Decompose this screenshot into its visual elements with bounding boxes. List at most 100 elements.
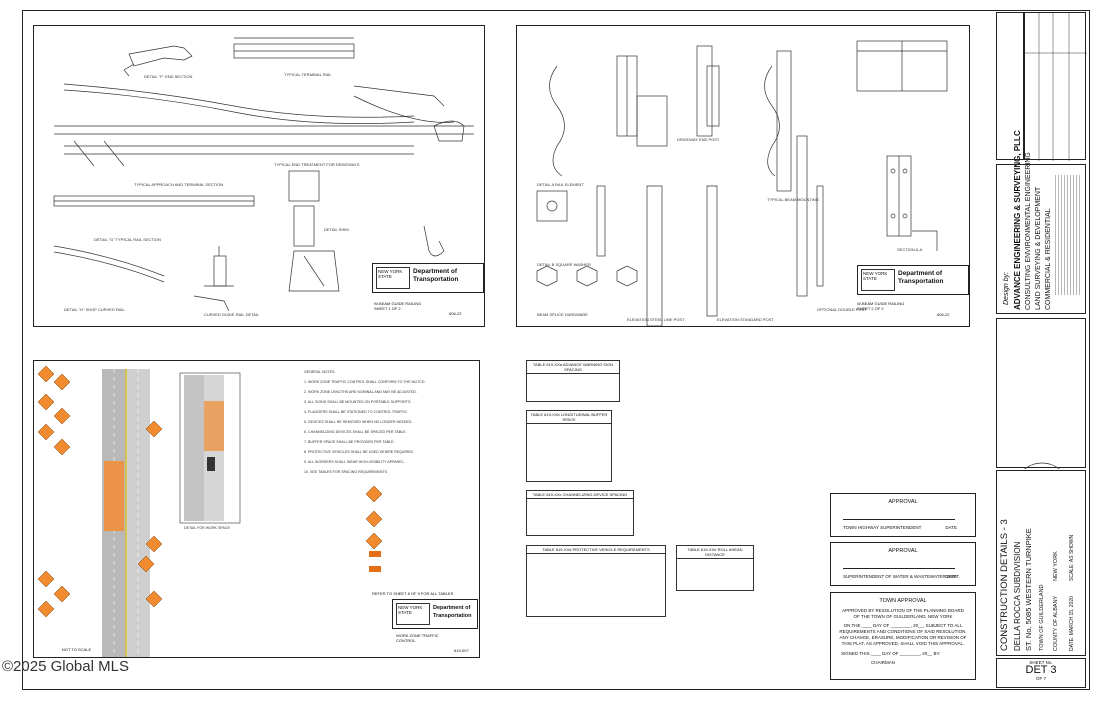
svg-text:10. SEE TABLES FOR SPACING REQ: 10. SEE TABLES FOR SPACING REQUIREMENTS. bbox=[304, 470, 388, 474]
svg-text:SECTION A-A: SECTION A-A bbox=[897, 247, 923, 252]
tables-note: REFER TO SHEET 8 OF 9 FOR ALL TABLES bbox=[372, 591, 454, 596]
project-address: ST. No. 5085 WESTERN TURNPIKE bbox=[1024, 528, 1033, 651]
svg-text:CURVED GUIDE RAIL DETAIL: CURVED GUIDE RAIL DETAIL bbox=[204, 312, 260, 317]
revision-columns bbox=[1024, 12, 1087, 161]
project-town: TOWN OF GUILDERLAND bbox=[1039, 584, 1045, 651]
svg-text:6. CHANNELIZING DEVICES SHALL: 6. CHANNELIZING DEVICES SHALL BE SPACED … bbox=[304, 430, 407, 434]
approval-label: SUPERINTENDENT OF WATER & WASTEWATER DEP… bbox=[843, 574, 960, 579]
svg-text:4. FLAGGERS SHALL BE STATIONED: 4. FLAGGERS SHALL BE STATIONED TO CONTRO… bbox=[304, 410, 408, 414]
town-approval-chairman: CHAIRMAN bbox=[871, 660, 896, 665]
nysdot-block-2: NEW YORK STATE Department of Transportat… bbox=[857, 265, 969, 295]
work-zone-title: WORK ZONE TRAFFIC CONTROL bbox=[396, 633, 439, 643]
post-details-drawing: DETAIL A RAIL ELEMENT DRIVEWAY END POST … bbox=[536, 40, 948, 326]
svg-text:DETAIL "H" SHOP CURVED RAIL: DETAIL "H" SHOP CURVED RAIL bbox=[64, 307, 125, 312]
svg-text:3. ALL SIGNS SHALL BE MOUNTED: 3. ALL SIGNS SHALL BE MOUNTED ON PORTABL… bbox=[304, 400, 411, 404]
svg-text:GENERAL NOTES:: GENERAL NOTES: bbox=[304, 370, 335, 374]
svg-text:DETAIL "F" END SECTION: DETAIL "F" END SECTION bbox=[144, 74, 193, 79]
firm-name: ADVANCE ENGINEERING & SURVEYING, PLLC bbox=[1013, 130, 1022, 310]
town-approval-body: APPROVED BY RESOLUTION OF THE PLANNING B… bbox=[842, 608, 964, 619]
sheet-number: DET 3 bbox=[1025, 664, 1057, 676]
ny-state-seal: NEW YORK STATE bbox=[861, 269, 895, 291]
table-caption: TABLE 619-XXc CHANNELIZING DEVICE SPACIN… bbox=[527, 491, 633, 499]
engineer-seal-icon bbox=[1055, 175, 1081, 295]
svg-text:2. WORK ZONE LENGTHS ARE NOMIN: 2. WORK ZONE LENGTHS ARE NOMINAL AND MAY… bbox=[304, 390, 417, 394]
svg-text:9. ALL WORKERS SHALL WEAR HIGH: 9. ALL WORKERS SHALL WEAR HIGH-VISIBILIT… bbox=[304, 460, 405, 464]
table-caption: TABLE 619-XXb LONGITUDINAL BUFFER SPACE bbox=[527, 411, 611, 424]
svg-text:TYPICAL APPROACH AND TERMINAL: TYPICAL APPROACH AND TERMINAL SECTION bbox=[134, 182, 223, 187]
drawing-scale: SCALE: AS SHOWN bbox=[1069, 534, 1075, 581]
nysdot-block-1: NEW YORK STATE Department of Transportat… bbox=[372, 263, 484, 293]
town-approval-signed: SIGNED THIS ____ DAY OF ________, 20__ B… bbox=[841, 651, 941, 656]
dept-label: Department of Transportation bbox=[413, 268, 459, 283]
approval-label: TOWN HIGHWAY SUPERINTENDENT bbox=[843, 525, 922, 530]
svg-text:8. PROTECTIVE VEHICLES SHALL B: 8. PROTECTIVE VEHICLES SHALL BE USED WHE… bbox=[304, 450, 414, 454]
project-county: COUNTY OF ALBANY bbox=[1053, 595, 1059, 651]
svg-text:DETAIL B SQUARE WASHER: DETAIL B SQUARE WASHER bbox=[537, 262, 591, 267]
std-no-1: 606-22 bbox=[449, 311, 462, 316]
approval-water: APPROVAL SUPERINTENDENT OF WATER & WASTE… bbox=[830, 542, 976, 586]
svg-text:DETAIL A RAIL ELEMENT: DETAIL A RAIL ELEMENT bbox=[537, 182, 584, 187]
sheet-no-label: SHEET No. bbox=[1029, 660, 1053, 665]
firm-line-1: CONSULTING ENVIRONMENTAL ENGINEERING bbox=[1025, 152, 1032, 310]
watermark-text: ©2025 Global MLS bbox=[2, 658, 129, 675]
svg-text:5. DEVICES SHALL BE REMOVED WH: 5. DEVICES SHALL BE REMOVED WHEN NO LONG… bbox=[304, 420, 413, 424]
approval-date-label: DATE bbox=[945, 525, 957, 530]
project-seal-block bbox=[996, 318, 1086, 520]
work-zone-drawing: GENERAL NOTES: 1. WORK ZONE TRAFFIC CONT… bbox=[37, 365, 425, 657]
table-caption: TABLE 619-XXd PROTECTIVE VEHICLE REQUIRE… bbox=[527, 546, 665, 554]
drawing-date: DATE: MARCH 15, 2020 bbox=[1069, 596, 1075, 651]
table-longitudinal-buffer: TABLE 619-XXb LONGITUDINAL BUFFER SPACE bbox=[526, 410, 612, 482]
svg-text:BEAM SPLICE HARDWARE: BEAM SPLICE HARDWARE bbox=[537, 312, 588, 317]
sheet-title-2: W-BEAM GUIDE RAILING SHEET 2 OF 2 bbox=[857, 301, 905, 311]
signature-line bbox=[843, 519, 955, 520]
sheet-border bbox=[22, 10, 1090, 690]
dept-label: Department of Transportation bbox=[433, 605, 472, 619]
panel-guide-rail-posts: DETAIL A RAIL ELEMENT DRIVEWAY END POST … bbox=[516, 25, 970, 327]
panel-work-zone: GENERAL NOTES: 1. WORK ZONE TRAFFIC CONT… bbox=[33, 360, 480, 658]
svg-text:ELEVATION STEEL LINE POST: ELEVATION STEEL LINE POST bbox=[627, 317, 685, 322]
table-protective-vehicle: TABLE 619-XXd PROTECTIVE VEHICLE REQUIRE… bbox=[526, 545, 666, 617]
svg-text:TYPICAL TERMINAL RAIL: TYPICAL TERMINAL RAIL bbox=[284, 72, 332, 77]
svg-text:TYPICAL BEAM MOUNTING: TYPICAL BEAM MOUNTING bbox=[767, 197, 819, 202]
ny-state-seal: NEW YORK STATE bbox=[396, 603, 430, 625]
table-advance-warning: TABLE 619-XXa ADVANCE WARNING SIGN SPACI… bbox=[526, 360, 620, 402]
sheet-title-1: W-BEAM GUIDE RAILING SHEET 1 OF 2 bbox=[374, 301, 422, 311]
drawing-title: CONSTRUCTION DETAILS - 3 bbox=[999, 519, 1010, 651]
sheet-of-total: OF 7 bbox=[1035, 676, 1046, 681]
approval-highway: APPROVAL TOWN HIGHWAY SUPERINTENDENT DAT… bbox=[830, 493, 976, 537]
firm-line-3: COMMERCIAL & RESIDENTIAL bbox=[1045, 208, 1052, 310]
approval-date-label: DATE bbox=[945, 574, 957, 579]
revision-grid bbox=[1025, 13, 1087, 161]
dept-label: Department of Transportation bbox=[898, 270, 944, 285]
designer-label: Design by: bbox=[1003, 271, 1010, 305]
table-caption: TABLE 619-XXe ROLL AHEAD DISTANCE bbox=[677, 546, 753, 559]
svg-text:DETAIL SHIM: DETAIL SHIM bbox=[324, 227, 349, 232]
surveyor-seal-icon bbox=[1013, 462, 1071, 520]
std-no-2: 606-22 bbox=[937, 312, 950, 317]
svg-text:DETAIL FOR WORK SPACE: DETAIL FOR WORK SPACE bbox=[184, 526, 230, 530]
designer-block: Design by: ADVANCE ENGINEERING & SURVEYI… bbox=[996, 130, 1086, 314]
table-roll-ahead: TABLE 619-XXe ROLL AHEAD DISTANCE bbox=[676, 545, 754, 591]
project-state: NEW YORK bbox=[1053, 551, 1059, 581]
town-approval-conditions: ON THE ____ DAY OF ________, 20__, SUBJE… bbox=[839, 623, 967, 646]
guide-rail-drawing: DETAIL "F" END SECTION TYPICAL TERMINAL … bbox=[53, 37, 474, 317]
approval-title: APPROVAL bbox=[888, 499, 918, 505]
svg-text:DRIVEWAY END POST: DRIVEWAY END POST bbox=[677, 137, 720, 142]
nysdot-block-3: NEW YORK STATE Department of Transportat… bbox=[392, 599, 478, 629]
not-to-scale-label: NOT TO SCALE bbox=[62, 647, 92, 652]
table-caption: TABLE 619-XXa ADVANCE WARNING SIGN SPACI… bbox=[527, 361, 619, 374]
ny-state-seal: NEW YORK STATE bbox=[376, 267, 410, 289]
signature-line bbox=[843, 568, 955, 569]
sheet-number-block: SHEET No. DET 3 OF 7 bbox=[996, 658, 1086, 688]
svg-text:OPTIONAL DOUBLE POST: OPTIONAL DOUBLE POST bbox=[817, 307, 867, 312]
town-approval-title: TOWN APPROVAL bbox=[879, 598, 927, 604]
svg-text:7. BUFFER SPACE SHALL BE PROVI: 7. BUFFER SPACE SHALL BE PROVIDED PER TA… bbox=[304, 440, 395, 444]
std-no-3: 619-007 bbox=[454, 648, 469, 653]
watermark-logo: ©2025 Global MLS bbox=[2, 658, 129, 675]
svg-text:ELEVATION STANDARD POST: ELEVATION STANDARD POST bbox=[717, 317, 774, 322]
svg-text:DETAIL "G" TYPICAL RAIL SECTIO: DETAIL "G" TYPICAL RAIL SECTION bbox=[94, 237, 161, 242]
town-approval-box: TOWN APPROVAL APPROVED BY RESOLUTION OF … bbox=[830, 592, 976, 680]
revision-block bbox=[996, 12, 1024, 160]
svg-text:1. WORK ZONE TRAFFIC CONTROL S: 1. WORK ZONE TRAFFIC CONTROL SHALL CONFO… bbox=[304, 380, 425, 384]
